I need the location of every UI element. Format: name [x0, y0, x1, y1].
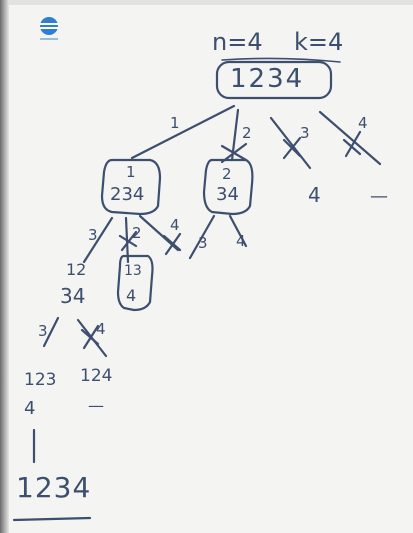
node-123-4-bottom: 4	[24, 398, 36, 419]
edge-r2-label-3: 3	[198, 234, 208, 252]
cross-edge-4	[342, 130, 362, 158]
node-1-234-bottom: 234	[110, 184, 145, 205]
board-logo-icon	[40, 17, 58, 40]
node-123-4-top: 123	[24, 370, 57, 390]
edge-r2-3	[188, 214, 216, 260]
root-label: 1234	[230, 64, 305, 94]
whiteboard-frame	[0, 0, 9, 533]
node-1-234-top: 1	[126, 163, 136, 181]
edge-l3-label-3: 3	[38, 322, 48, 340]
edge-r2-label-4: 4	[236, 232, 246, 250]
edge-4	[318, 110, 382, 166]
final-label: 1234	[16, 471, 92, 504]
edge-l3-3	[42, 316, 60, 348]
edge-l2-label-2: 2	[132, 224, 142, 242]
root-circle	[215, 60, 333, 100]
title-k: k=4	[294, 28, 344, 56]
node-2-34-circle	[202, 158, 254, 216]
leaf-3: 4	[308, 183, 321, 207]
cross-edge-3	[282, 136, 302, 160]
edge-l3-label-4: 4	[96, 320, 106, 338]
edge-l2-3	[82, 216, 114, 264]
root-circle-overdraw	[221, 57, 341, 63]
edge-label-1: 1	[170, 114, 180, 132]
cross-l2-2	[118, 230, 138, 252]
wall-strip	[0, 0, 413, 5]
node-12-34-top: 12	[66, 260, 87, 279]
edge-1	[130, 104, 236, 160]
edge-label-4: 4	[358, 114, 368, 132]
edge-l2-label-3: 3	[88, 226, 98, 244]
node-12-34-bottom: 34	[60, 284, 86, 308]
node-1-234-circle	[100, 158, 162, 216]
node-13-4-bottom: 4	[126, 286, 137, 305]
node-124-bottom: —	[88, 396, 104, 415]
title-n: n=4	[212, 28, 263, 56]
node-124-top: 124	[80, 366, 113, 386]
edge-3	[269, 116, 312, 170]
node-13-4-top: 13	[124, 263, 142, 279]
edge-label-2: 2	[242, 124, 252, 142]
cross-l2-4	[162, 232, 182, 256]
edge-label-3: 3	[300, 124, 310, 142]
node-13-4-circle	[116, 254, 154, 312]
node-2-34-bottom: 34	[216, 184, 239, 205]
cross-l3-4	[80, 324, 100, 350]
edge-r2-4	[228, 214, 248, 248]
final-underline	[12, 516, 92, 522]
edge-l2-label-4: 4	[170, 216, 180, 234]
node-2-34-top: 2	[222, 165, 232, 183]
leaf-4: —	[370, 186, 388, 207]
